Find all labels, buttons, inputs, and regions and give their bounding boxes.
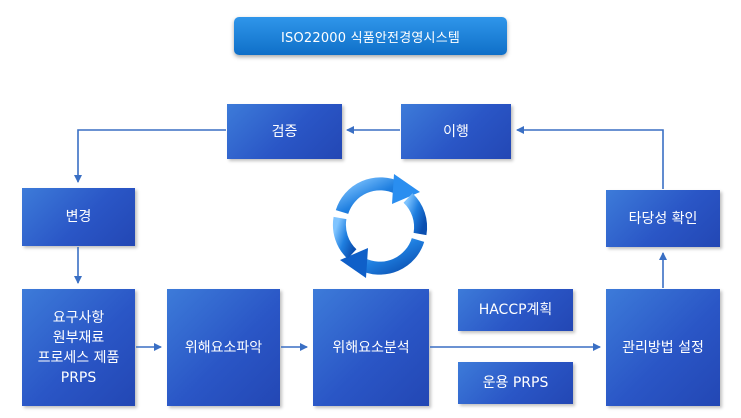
verify-box: 검증 xyxy=(227,104,342,159)
requirements-box: 요구사항 원부재료 프로세스 제품 PRPS xyxy=(22,289,135,406)
hazard-analysis-label: 위해요소분석 xyxy=(332,339,410,356)
requirements-line-2: 원부재료 xyxy=(52,329,105,346)
hazard-identification-box: 위해요소파악 xyxy=(167,289,280,406)
validate-label: 타당성 확인 xyxy=(628,210,698,227)
verify-label: 검증 xyxy=(271,123,298,140)
control-setup-box: 관리방법 설정 xyxy=(606,289,720,406)
hazard-identification-label: 위해요소파악 xyxy=(184,339,263,356)
requirements-line-1: 요구사항 xyxy=(52,309,105,326)
haccp-plan-box: HACCP계획 xyxy=(458,289,573,331)
haccp-plan-label: HACCP계획 xyxy=(478,302,553,318)
hazard-analysis-box: 위해요소분석 xyxy=(313,289,429,406)
arrow-validate-to-implement xyxy=(516,126,664,189)
operational-prps-box: 운용 PRPS xyxy=(458,362,573,404)
change-label: 변경 xyxy=(65,209,92,225)
change-box: 변경 xyxy=(22,188,135,246)
validate-box: 타당성 확인 xyxy=(606,190,720,247)
requirements-line-3: 프로세스 제품 xyxy=(37,349,120,366)
operational-prps-label: 운용 PRPS xyxy=(482,375,549,391)
cycle-arrows-icon xyxy=(332,174,428,278)
implement-box: 이행 xyxy=(401,104,511,159)
arrow-verify-to-change xyxy=(74,129,226,183)
diagram-title: ISO22000 식품안전경영시스템 xyxy=(234,17,507,55)
control-setup-label: 관리방법 설정 xyxy=(622,339,704,356)
implement-label: 이행 xyxy=(443,123,469,140)
requirements-line-4: PRPS xyxy=(60,369,97,386)
